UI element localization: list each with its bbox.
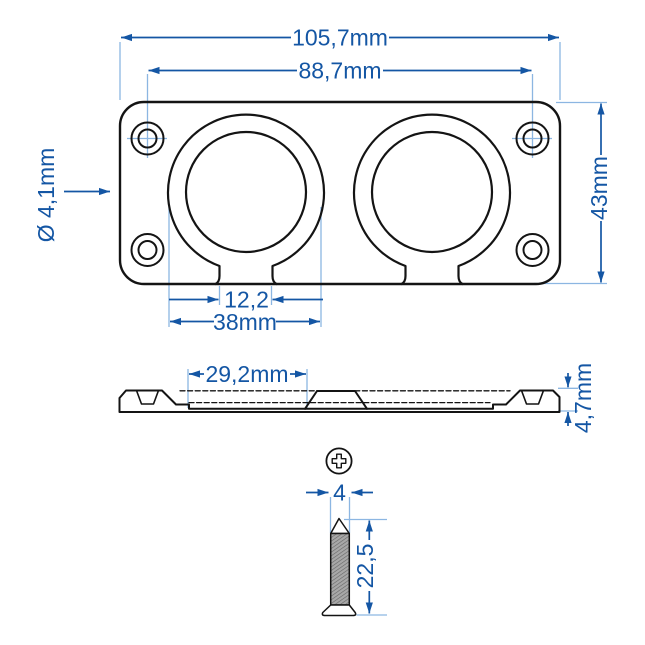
- left-hole-inner: [184, 130, 308, 254]
- profile-center-boss: [304, 390, 368, 410]
- label-slot-width: 12,2: [224, 287, 269, 313]
- profile-countersink-left: [135, 389, 160, 405]
- screw-hole-top-right-inner: [522, 128, 543, 149]
- screw-hole-bottom-right-outer: [515, 233, 550, 267]
- right-hole-inner: [370, 130, 494, 254]
- plate-outline: [118, 100, 562, 286]
- screw-holes: [130, 121, 550, 267]
- label-plate-thickness: 4,7mm: [570, 363, 596, 433]
- label-screw-hole-spacing: 88,7mm: [298, 58, 381, 84]
- screw-head-side-view: [321, 604, 357, 617]
- profile-countersink-right: [520, 389, 545, 405]
- label-recess-width: 29,2mm: [205, 361, 288, 387]
- dimension-lines: [64, 33, 605, 614]
- screw-hole-bottom-right-inner: [522, 240, 543, 260]
- label-screw-shaft-diameter: 4: [333, 480, 346, 506]
- screw-views: [321, 447, 357, 617]
- label-screw-length: 22,5: [352, 544, 378, 589]
- screw-hole-top-left-outer: [130, 121, 165, 156]
- plate-side-profile: [118, 389, 561, 413]
- extension-lines: [119, 42, 607, 616]
- label-plate-height: 43mm: [586, 156, 612, 220]
- screw-hole-bottom-left-outer: [130, 233, 165, 267]
- label-screw-hole-diameter: Ø 4,1mm: [33, 148, 59, 243]
- right-keyhole-outer: [352, 113, 512, 286]
- dimension-labels: 105,7mm 88,7mm Ø 4,1mm 43mm 12,2 38mm 29…: [33, 25, 612, 589]
- screw-shaft-threaded: [329, 532, 351, 606]
- left-keyhole-outer: [166, 113, 326, 286]
- profile-outline: [118, 389, 561, 413]
- phillips-cross-icon: [331, 453, 347, 469]
- screw-tip: [329, 517, 351, 535]
- screw-hole-bottom-left-inner: [137, 240, 158, 260]
- screw-hole-top-right-outer: [515, 121, 550, 156]
- plate-top-view: [118, 100, 562, 286]
- label-total-width: 105,7mm: [292, 25, 388, 51]
- screw-hole-top-left-inner: [137, 128, 158, 149]
- label-hole-diameter: 38mm: [213, 309, 277, 335]
